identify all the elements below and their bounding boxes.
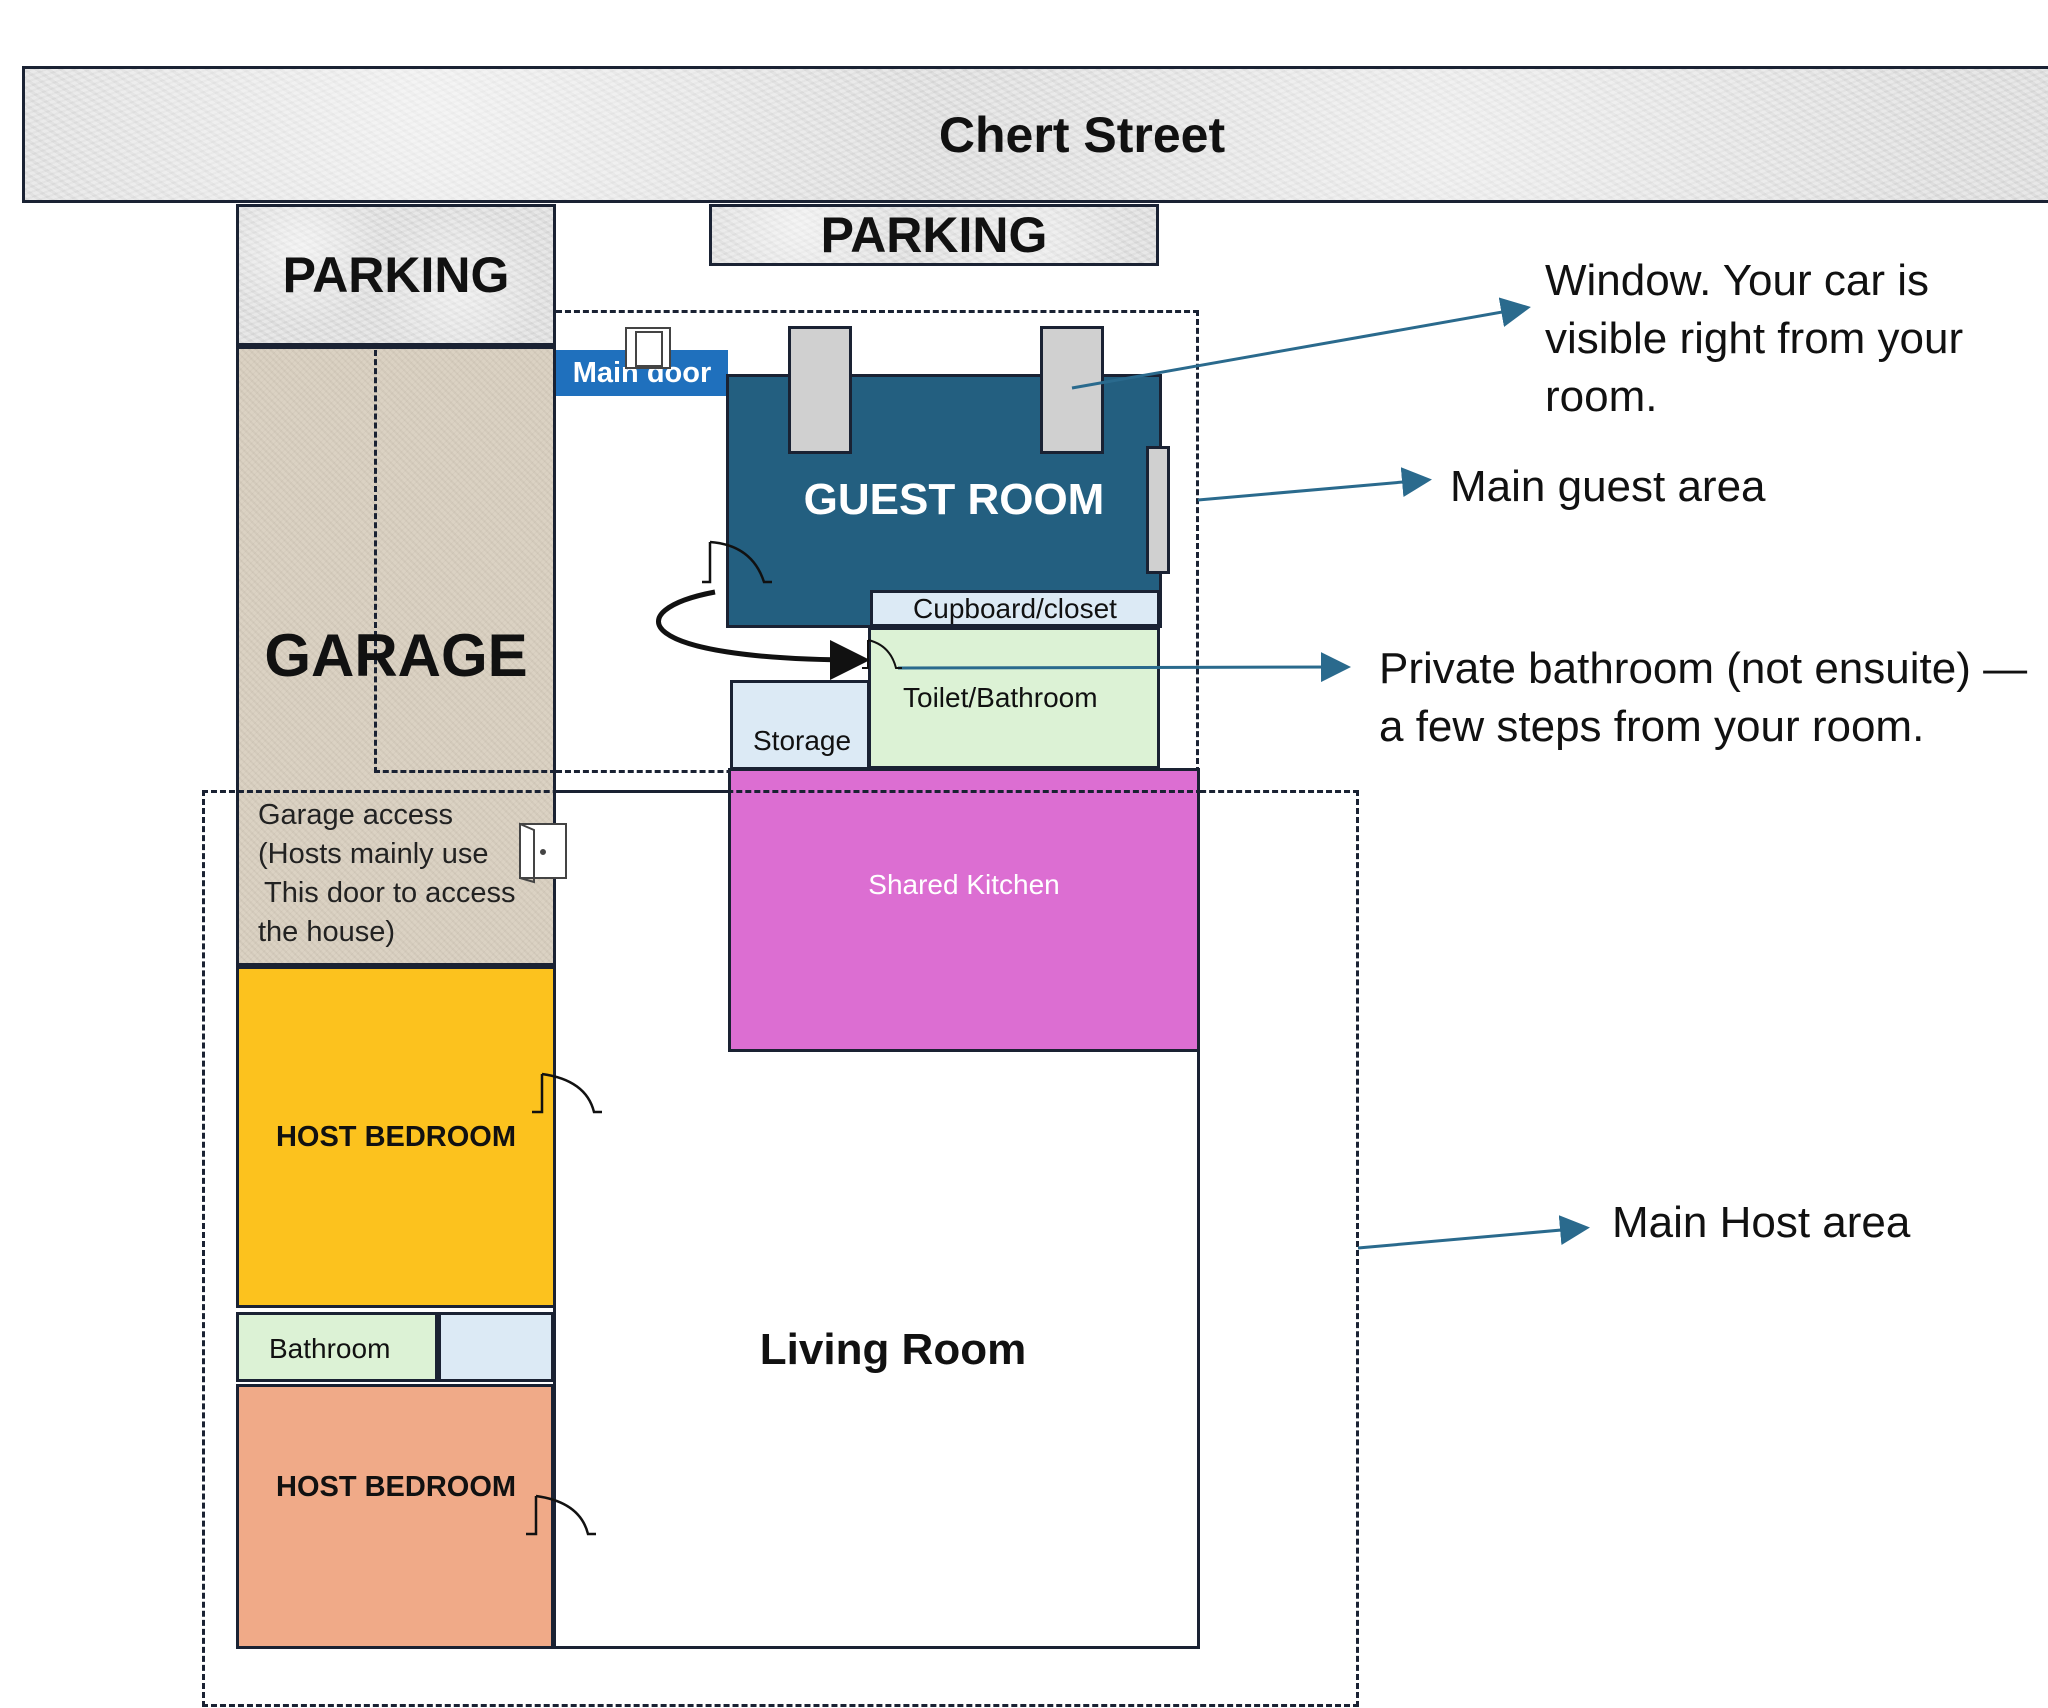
living-room-label-wrap: Living Room	[556, 1310, 1200, 1390]
annotation-private-bathroom-line: Private bathroom (not ensuite) —	[1379, 644, 2028, 693]
garage-access-line: the house)	[258, 916, 396, 948]
bathroom-label: Bathroom	[269, 1333, 391, 1364]
parking-left-label: PARKING	[282, 247, 510, 303]
parking-center-label: PARKING	[820, 207, 1048, 263]
arrow-private-bathroom	[897, 652, 1351, 683]
door-swing-host-bedroom-1	[532, 1072, 602, 1114]
window-right	[1040, 326, 1104, 454]
cupboard-closet: Cupboard/closet	[870, 590, 1160, 627]
garage-label: GARAGE	[264, 621, 528, 689]
kitchen-dashed-line	[556, 790, 1202, 793]
toilet-bathroom: Toilet/Bathroom	[868, 627, 1160, 769]
garage-access-door-icon	[519, 822, 567, 884]
garage-inner-dashed	[374, 350, 556, 773]
shared-kitchen-label: Shared Kitchen	[868, 869, 1060, 900]
guest-room-label: GUEST ROOM	[803, 475, 1105, 524]
annotation-window-line: room.	[1545, 372, 1658, 421]
main-door-icon	[625, 327, 671, 369]
window-left	[788, 326, 852, 454]
garage-label-wrap: GARAGE	[236, 610, 556, 700]
bathroom: Bathroom	[236, 1312, 438, 1382]
door-swing-guest	[702, 540, 772, 584]
living-room-label: Living Room	[759, 1325, 1027, 1374]
storage: Storage	[730, 680, 870, 770]
annotation-main-guest-area: Main guest area	[1450, 458, 1766, 516]
annotation-main-host-area: Main Host area	[1612, 1194, 1910, 1252]
door-swing-bathroom	[862, 639, 902, 669]
door-swing-host-bedroom-2	[526, 1494, 596, 1536]
garage	[236, 346, 556, 966]
arrow-main-host-area	[1357, 1215, 1590, 1250]
annotation-main-host-area-text: Main Host area	[1612, 1198, 1911, 1247]
annotation-private-bathroom: Private bathroom (not ensuite) — a few s…	[1379, 640, 2027, 756]
host-bedroom-1-label: HOST BEDROOM	[275, 1120, 517, 1153]
living-room	[553, 1050, 1200, 1649]
guest-room-label-wrap: GUEST ROOM	[726, 465, 1162, 535]
annotation-window-line: visible right from your	[1545, 314, 1964, 363]
main-door[interactable]: Main door	[556, 350, 728, 396]
shared-kitchen: Shared Kitchen	[728, 768, 1200, 1052]
parking-left: PARKING	[236, 204, 556, 346]
host-bedroom-1: HOST BEDROOM	[236, 966, 556, 1308]
garage-access-line: Garage access	[258, 799, 454, 831]
annotation-main-guest-area-text: Main guest area	[1450, 462, 1766, 511]
host-bedroom-2-label: HOST BEDROOM	[276, 1471, 517, 1503]
arrow-window	[1071, 297, 1531, 390]
garage-access-line: This door to access	[264, 877, 516, 909]
cupboard-label: Cupboard/closet	[913, 592, 1117, 624]
annotation-window: Window. Your car is visible right from y…	[1545, 252, 1963, 426]
parking-center: PARKING	[709, 204, 1159, 266]
annotation-private-bathroom-line: a few steps from your room.	[1379, 702, 1925, 751]
guest-path-arrow	[656, 589, 870, 680]
garage-access-text: Garage access (Hosts mainly use This doo…	[258, 796, 548, 952]
toilet-bathroom-label: Toilet/Bathroom	[903, 682, 1098, 713]
street-name: Chert Street	[938, 106, 1226, 163]
street: Chert Street	[22, 66, 2048, 203]
arrow-main-guest-area	[1197, 467, 1432, 502]
living-room-top-wall	[553, 770, 556, 1052]
storage-label: Storage	[753, 725, 852, 756]
annotation-window-line: Window. Your car is	[1545, 256, 1929, 305]
garage-access-line: (Hosts mainly use	[258, 838, 489, 870]
window-side	[1146, 446, 1170, 574]
host-bedroom-2: HOST BEDROOM	[236, 1384, 554, 1649]
bathroom-closet	[438, 1312, 554, 1382]
living-room-right-wall	[1197, 1050, 1200, 1052]
